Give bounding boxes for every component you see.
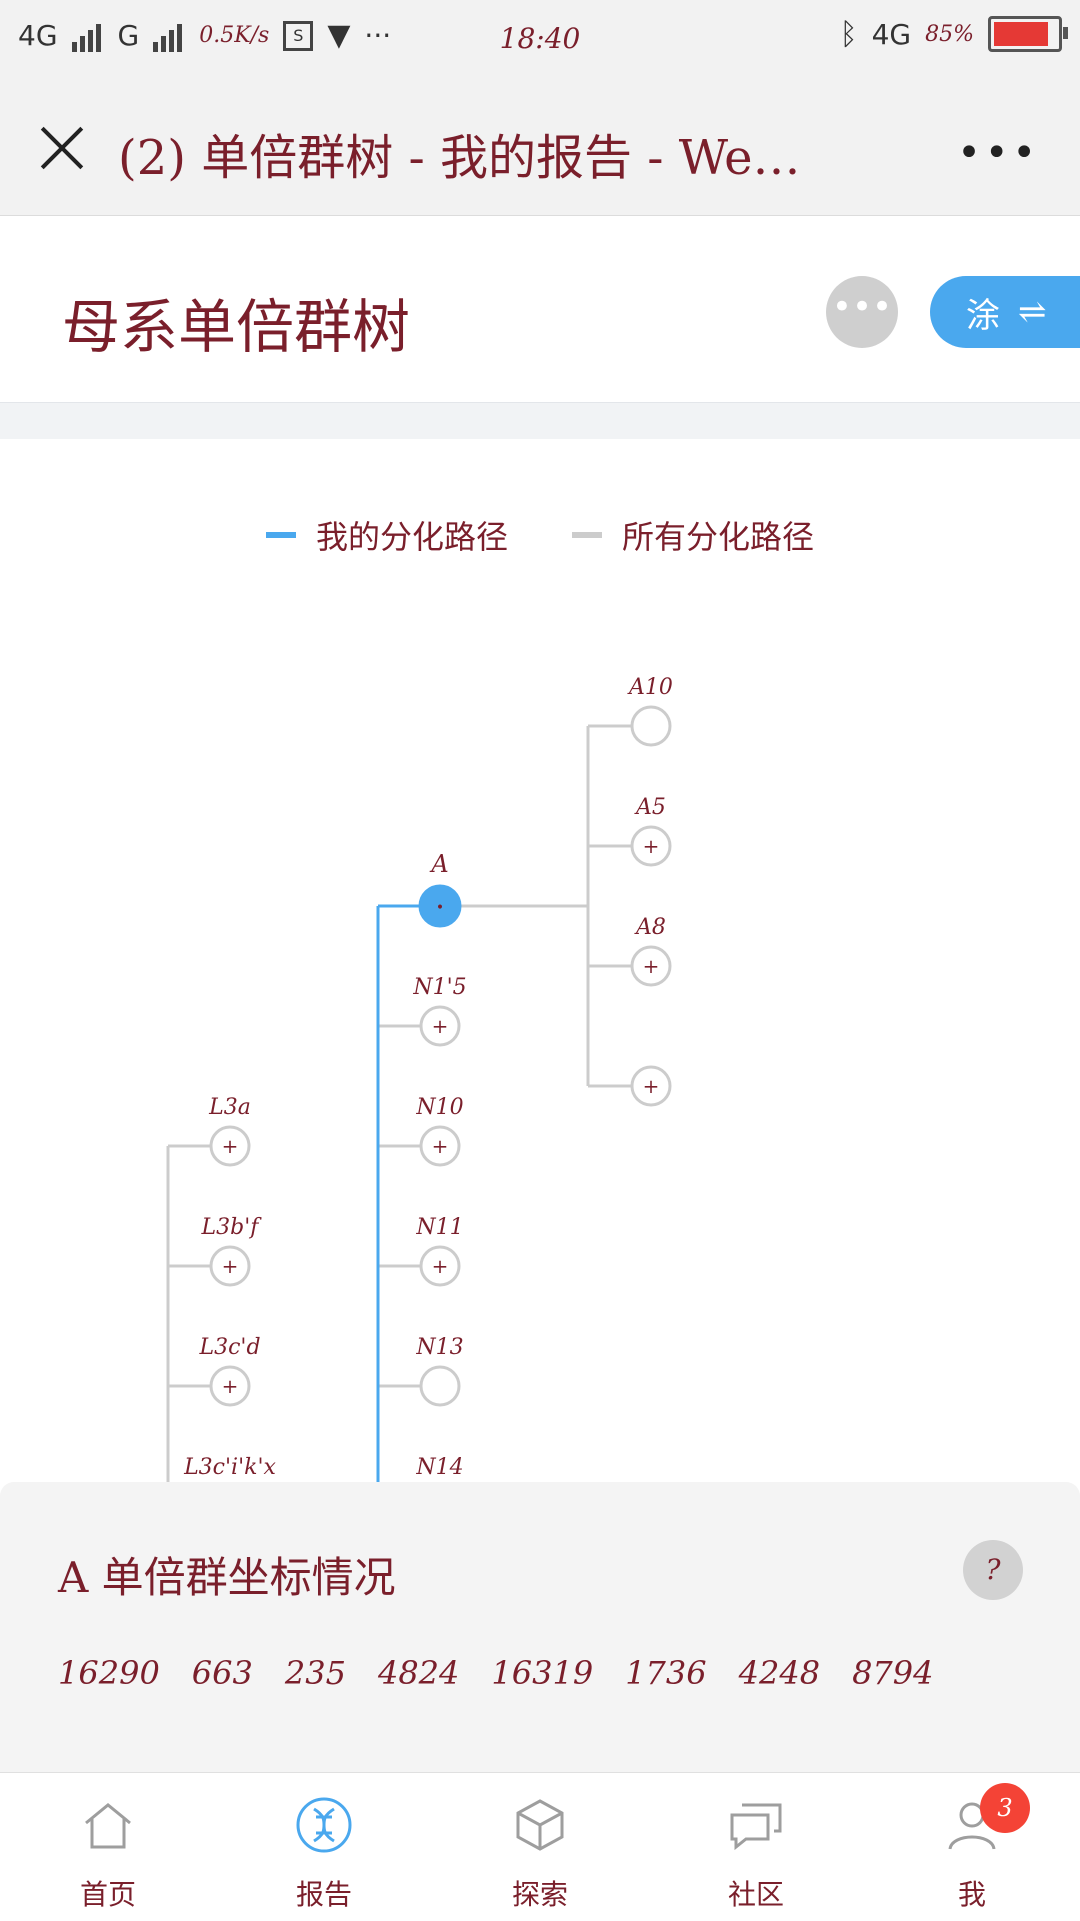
coordinate-value: 16290: [58, 1654, 160, 1692]
network-speed: 0.5K/s: [199, 23, 270, 48]
tab-label: 探索: [511, 1878, 568, 1911]
network-label-4g: 4G: [18, 19, 58, 52]
tree-node-unlabeled[interactable]: +: [630, 1065, 672, 1107]
tab-community[interactable]: 社区: [648, 1773, 864, 1921]
more-options-button[interactable]: •••: [957, 130, 1040, 176]
svg-text:+: +: [222, 1374, 239, 1398]
svg-text:A: A: [429, 850, 448, 878]
coordinates-title: A 单倍群坐标情况: [58, 1553, 396, 1602]
clock: 18:40: [499, 22, 581, 55]
svg-text:+: +: [432, 1014, 449, 1038]
page-header: 母系单倍群树 ••• 涂 ⇌: [0, 216, 1080, 402]
home-icon: [85, 1803, 131, 1849]
more-notifications-icon: ···: [364, 19, 392, 52]
legend-item-all: 所有分化路径: [572, 512, 814, 558]
bottom-tab-bar: 首页 报告 探索 社区 3 我: [0, 1772, 1080, 1921]
tree-node-l3c-d[interactable]: + L3c'd: [198, 1335, 261, 1407]
tree-node-a10[interactable]: A10: [627, 675, 673, 747]
tree-node-n11[interactable]: + N11: [415, 1215, 464, 1287]
battery-icon: [988, 16, 1068, 52]
tree-node-a-selected[interactable]: • A: [418, 850, 462, 928]
tab-label: 报告: [295, 1878, 352, 1911]
tree-node-n14[interactable]: N14: [415, 1455, 463, 1480]
svg-text:A8: A8: [634, 915, 666, 940]
svg-text:A5: A5: [634, 795, 666, 820]
coordinate-value: 1736: [625, 1654, 707, 1692]
svg-text:+: +: [432, 1254, 449, 1278]
tree-node-l3a[interactable]: + L3a: [208, 1095, 251, 1167]
legend: 我的分化路径 所有分化路径: [0, 512, 1080, 558]
tree-node-n10[interactable]: + N10: [415, 1095, 464, 1167]
dna-icon: [296, 1797, 352, 1853]
svg-text:L3c'd: L3c'd: [198, 1335, 260, 1360]
network-label-right: 4G: [871, 17, 912, 51]
svg-text:N14: N14: [415, 1455, 463, 1480]
notification-badge: 3: [980, 1783, 1030, 1833]
signal-icon: [71, 19, 104, 52]
tree-node-n1-5[interactable]: + N1'5: [412, 975, 467, 1047]
tab-label: 首页: [79, 1878, 136, 1911]
tab-home[interactable]: 首页: [0, 1773, 216, 1921]
svg-text:L3b'f: L3b'f: [201, 1215, 263, 1240]
legend-item-mine: 我的分化路径: [265, 512, 508, 558]
switch-tree-button[interactable]: 涂 ⇌: [930, 276, 1080, 348]
network-label-g: G: [117, 19, 140, 52]
tab-label: 我: [957, 1878, 986, 1911]
svg-text:N13: N13: [415, 1335, 463, 1360]
haplogroup-tree: A10 + A5 • A + A8 + N1'5 + + L3a + N10 +…: [166, 675, 673, 1482]
switch-label: 涂: [966, 295, 1000, 336]
coordinate-value: 4824: [377, 1654, 460, 1692]
chat-icon: [730, 1803, 782, 1851]
tree-node-a5[interactable]: + A5: [630, 795, 672, 867]
svg-text:N1'5: N1'5: [412, 975, 466, 1000]
battery-percent: 85%: [925, 21, 974, 47]
coordinate-value: 235: [284, 1654, 346, 1692]
cube-icon: [516, 1799, 564, 1851]
svg-text:+: +: [643, 1074, 660, 1098]
shield-icon: ▼: [327, 18, 351, 53]
status-bar: 4G G 0.5K/s S ▼ ··· 18:40 ᛒ 4G 85%: [0, 0, 1080, 80]
tab-report[interactable]: 报告: [216, 1773, 432, 1921]
legend-label-all: 所有分化路径: [622, 518, 815, 556]
tree-node-a8[interactable]: + A8: [630, 915, 672, 987]
more-button[interactable]: •••: [826, 276, 898, 348]
tab-explore[interactable]: 探索: [432, 1773, 648, 1921]
coordinate-value: 663: [191, 1654, 253, 1692]
tree-node-n13[interactable]: N13: [415, 1335, 464, 1407]
svg-text:A10: A10: [627, 675, 673, 700]
section-divider: [0, 402, 1080, 439]
legend-label-mine: 我的分化路径: [315, 518, 508, 556]
svg-text:+: +: [643, 834, 660, 858]
legend-swatch-mine: [265, 532, 296, 538]
legend-swatch-all: [572, 532, 602, 538]
coordinate-list: 16290 663 235 4824 16319 1736 4248 8794: [58, 1654, 934, 1692]
coordinate-value: 8794: [852, 1654, 934, 1692]
tree-node-l3c-i-k-x[interactable]: L3c'i'k'x: [183, 1455, 276, 1480]
tab-label: 社区: [727, 1878, 784, 1911]
s-app-icon: S: [283, 20, 314, 51]
svg-text:•: •: [436, 900, 444, 916]
svg-text:+: +: [222, 1134, 239, 1158]
signal-icon-2: [153, 19, 185, 52]
close-icon[interactable]: [32, 118, 92, 178]
help-button[interactable]: ?: [963, 1540, 1023, 1600]
page-title: 母系单倍群树: [62, 293, 411, 361]
browser-titlebar: (2) 单倍群树 - 我的报告 - We… •••: [0, 80, 1080, 216]
svg-text:L3c'i'k'x: L3c'i'k'x: [183, 1455, 276, 1480]
svg-text:N10: N10: [415, 1095, 463, 1120]
bluetooth-icon: ᛒ: [839, 16, 858, 52]
coordinate-value: 16319: [491, 1654, 594, 1692]
svg-text:+: +: [643, 954, 660, 978]
coordinate-value: 4248: [738, 1654, 821, 1692]
svg-text:L3a: L3a: [208, 1095, 251, 1120]
swap-icon: ⇌: [1018, 292, 1047, 332]
svg-text:+: +: [432, 1134, 449, 1158]
tab-me[interactable]: 3 我: [864, 1773, 1080, 1921]
svg-text:N11: N11: [415, 1215, 463, 1240]
haplogroup-coordinates-panel: A 单倍群坐标情况 ? 16290 663 235 4824 16319 173…: [0, 1482, 1080, 1772]
tree-node-l3b-f[interactable]: + L3b'f: [201, 1215, 263, 1287]
page-window-title: (2) 单倍群树 - 我的报告 - We…: [118, 130, 801, 186]
svg-text:+: +: [222, 1254, 239, 1278]
